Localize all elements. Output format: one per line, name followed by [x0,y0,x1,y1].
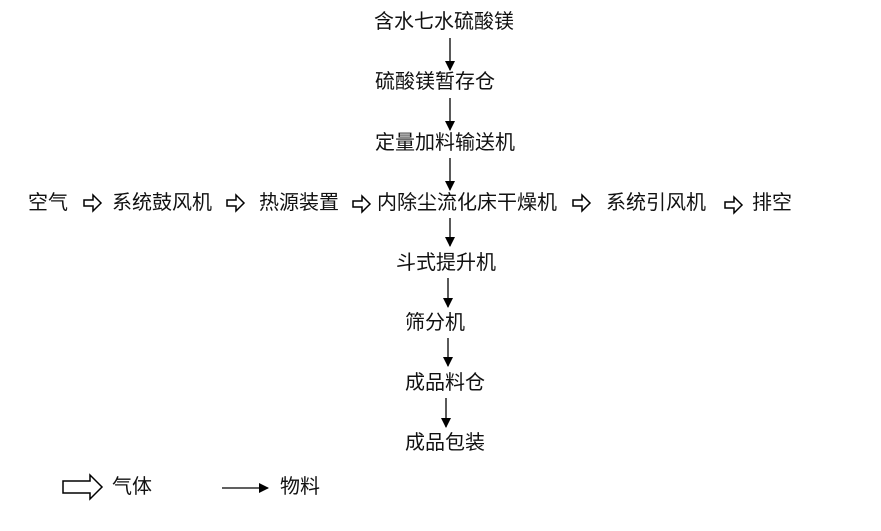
gas-arrow [226,194,245,212]
legend-gas-label: 气体 [112,476,152,498]
node-exhaust: 排空 [752,192,792,214]
gas-arrow [83,194,102,212]
node-air: 空气 [28,192,68,214]
node-raw-material: 含水七水硫酸镁 [374,11,514,33]
node-storage-bin: 硫酸镁暂存仓 [375,71,495,93]
node-product-bin: 成品料仓 [405,372,485,394]
gas-arrow [572,194,591,212]
node-feeder: 定量加料输送机 [375,132,515,154]
node-packaging: 成品包装 [405,432,485,454]
gas-arrow [352,195,371,213]
legend-material-label: 物料 [280,476,320,498]
node-fluidized-bed-dryer: 内除尘流化床干燥机 [377,192,557,214]
legend-gas-arrow [62,473,104,501]
gas-arrow [724,196,743,214]
node-induced-fan: 系统引风机 [606,192,706,214]
node-bucket-elevator: 斗式提升机 [396,252,496,274]
node-screener: 筛分机 [405,312,465,334]
gas-arrows [62,194,743,501]
node-blower: 系统鼓风机 [112,192,212,214]
material-arrows [222,38,455,493]
node-heat-source: 热源装置 [259,192,339,214]
